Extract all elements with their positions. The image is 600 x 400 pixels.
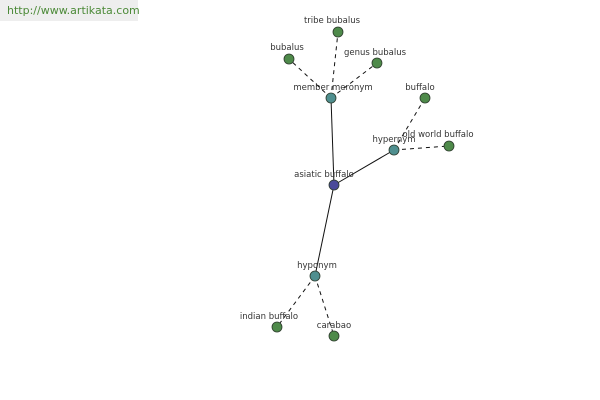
edge-member-meronym-to-genus-bubalus bbox=[330, 62, 378, 99]
edge-member-meronym-to-tribe-bubalus bbox=[330, 31, 339, 99]
node-label-old-world-buffalo[interactable]: old world buffalo bbox=[402, 130, 473, 140]
node-label-hyponym[interactable]: hyponym bbox=[297, 261, 337, 271]
edge-asiatic-buffalo-to-hypernym bbox=[333, 149, 395, 186]
node-hypernym[interactable] bbox=[388, 144, 400, 156]
node-label-carabao[interactable]: carabao bbox=[317, 321, 351, 331]
node-label-buffalo[interactable]: buffalo bbox=[405, 83, 434, 93]
node-bubalus[interactable] bbox=[283, 53, 295, 65]
node-label-bubalus[interactable]: bubalus bbox=[270, 43, 304, 53]
node-buffalo[interactable] bbox=[419, 92, 431, 104]
edge-member-meronym-to-bubalus bbox=[288, 58, 332, 99]
node-tribe-bubalus[interactable] bbox=[332, 26, 344, 38]
edge-hypernym-to-old-world-buffalo bbox=[393, 145, 450, 151]
edge-asiatic-buffalo-to-member-meronym bbox=[330, 97, 335, 186]
edge-hypernym-to-buffalo bbox=[393, 97, 426, 151]
graph-labels: asiatic buffalo member meronym hypernym hyp… bbox=[240, 16, 474, 331]
node-label-tribe-bubalus[interactable]: tribe bubalus bbox=[304, 16, 361, 26]
edge-hyponym-to-carabao bbox=[314, 275, 335, 337]
node-genus-bubalus[interactable] bbox=[371, 57, 383, 69]
node-hyponym[interactable] bbox=[309, 270, 321, 282]
graph-nodes bbox=[271, 26, 455, 342]
node-old-world-buffalo[interactable] bbox=[443, 140, 455, 152]
node-label-genus-bubalus[interactable]: genus bubalus bbox=[344, 48, 407, 58]
node-member-meronym[interactable] bbox=[325, 92, 337, 104]
node-indian-buffalo[interactable] bbox=[271, 321, 283, 333]
node-label-member-meronym[interactable]: member meronym bbox=[293, 83, 372, 93]
node-label-asiatic-buffalo[interactable]: asiatic buffalo bbox=[294, 170, 354, 180]
node-label-indian-buffalo[interactable]: indian buffalo bbox=[240, 312, 298, 322]
edge-asiatic-buffalo-to-hyponym bbox=[314, 184, 335, 277]
edge-hyponym-to-indian-buffalo bbox=[276, 275, 316, 328]
node-asiatic-buffalo[interactable] bbox=[328, 179, 340, 191]
node-label-hypernym[interactable]: hypernym bbox=[372, 135, 415, 145]
site-watermark: http://www.artikata.com bbox=[0, 0, 140, 21]
graph-edges bbox=[276, 31, 450, 337]
node-carabao[interactable] bbox=[328, 330, 340, 342]
